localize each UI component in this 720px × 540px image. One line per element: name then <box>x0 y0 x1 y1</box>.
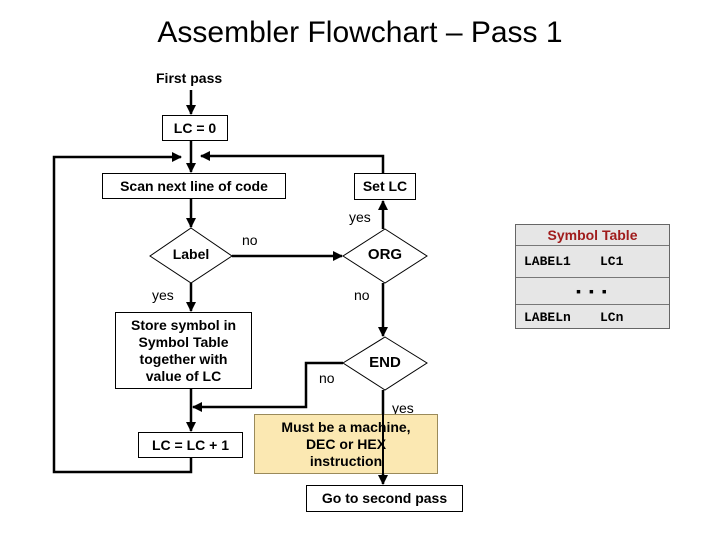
symbol-table-title: Symbol Table <box>547 227 638 243</box>
start-label: First pass <box>156 70 223 86</box>
edge-label-end-no: no <box>319 370 335 386</box>
store-line-3: together with <box>139 350 228 367</box>
note-line-1: Must be a machine, <box>281 418 411 435</box>
symbol-value: LCn <box>600 309 624 325</box>
scan-box: Scan next line of code <box>102 173 286 199</box>
end-decision-shape <box>342 336 428 391</box>
symbol-label: LABEL1 <box>524 254 571 269</box>
final-box: Go to second pass <box>306 485 463 512</box>
store-line-2: Symbol Table <box>138 333 229 350</box>
edge-label-org-yes: yes <box>349 209 371 225</box>
store-line-1: Store symbol in <box>130 316 237 333</box>
symbol-table-row: LABELn LCn <box>516 304 669 329</box>
store-line-4: value of LC <box>145 367 222 384</box>
end-decision: END <box>369 354 401 371</box>
org-decision: ORG <box>367 246 403 263</box>
edge-loop-back <box>52 152 193 474</box>
note-line-2: DEC or HEX <box>305 435 387 452</box>
note-box: Must be a machine, DEC or HEX instructio… <box>254 414 438 474</box>
org-decision-shape <box>342 228 428 284</box>
edge-label-org-no: no <box>354 287 370 303</box>
store-symbol-box: Store symbol in Symbol Table together wi… <box>115 312 252 389</box>
symbol-value: LC1 <box>600 254 624 269</box>
page-title: Assembler Flowchart – Pass 1 <box>157 16 563 49</box>
edge-label-label-no: no <box>242 232 258 248</box>
set-lc-box: Set LC <box>354 173 416 200</box>
symbol-label: LABELn <box>524 309 571 325</box>
edge-setlc-back <box>200 151 385 173</box>
edge-label-label-yes: yes <box>152 287 174 303</box>
label-decision: Label <box>172 246 210 262</box>
symbol-table-row: LABEL1 LC1 <box>516 245 669 277</box>
note-line-3: instruction <box>309 452 383 469</box>
symbol-table: Symbol Table LABEL1 LC1 ▪ ▪ ▪ LABELn LCn <box>515 224 670 329</box>
label-decision-shape <box>149 227 233 284</box>
edge-label-end-yes: yes <box>392 400 414 416</box>
edge-end-no <box>192 361 343 412</box>
increment-box: LC = LC + 1 <box>138 432 243 458</box>
symbol-table-ellipsis-row: ▪ ▪ ▪ <box>516 277 669 304</box>
init-box: LC = 0 <box>162 115 228 141</box>
ellipsis: ▪ ▪ ▪ <box>576 283 609 299</box>
